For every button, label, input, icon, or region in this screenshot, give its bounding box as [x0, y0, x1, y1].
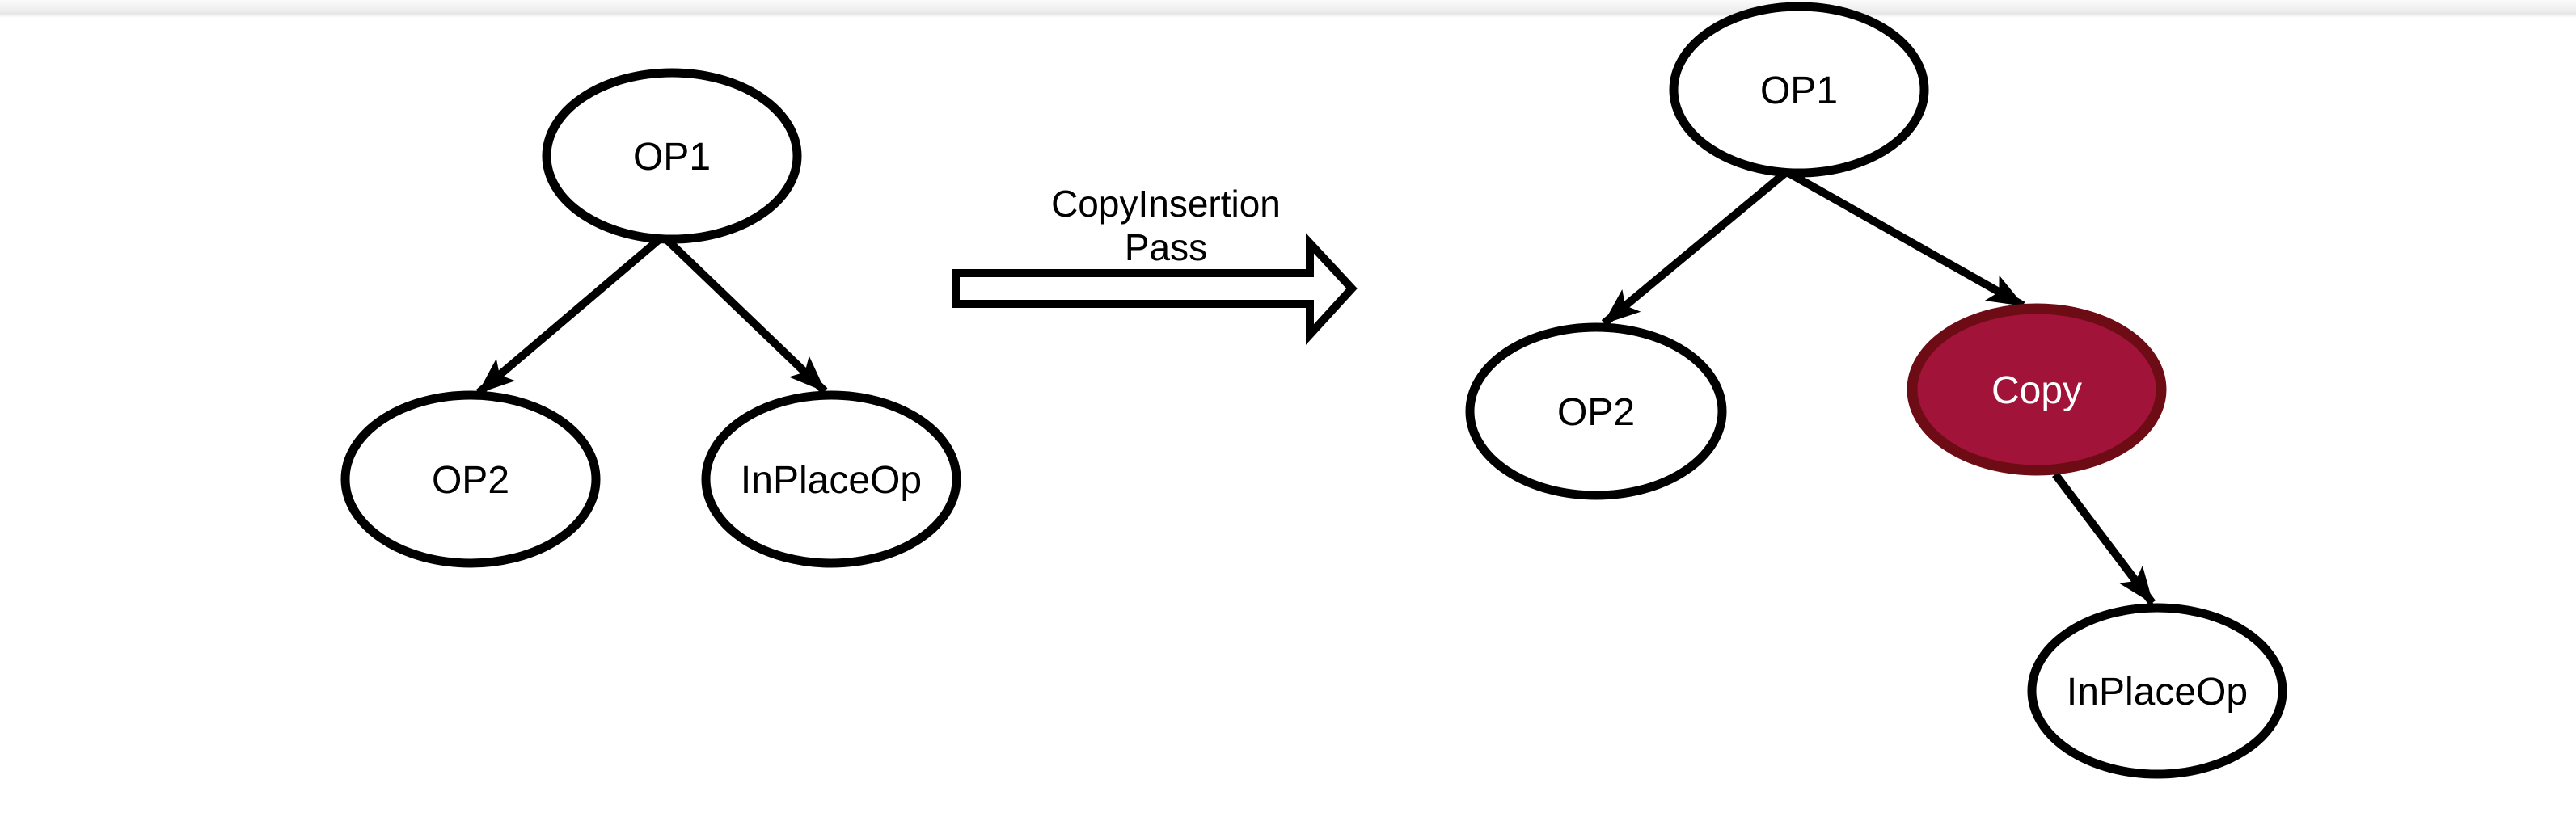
right-graph: OP1 OP2 Copy InPlaceOp [1465, 2, 2287, 779]
left-inplaceop-label: InPlaceOp [741, 459, 922, 502]
left-inplaceop-node [701, 390, 961, 568]
edge-right-op1-copy [1786, 169, 2025, 310]
pass-label-line1: CopyInsertion [1051, 183, 1281, 225]
left-op2-node [340, 390, 601, 568]
edge-left-op1-inplaceop [661, 234, 828, 394]
left-op2-label: OP2 [432, 459, 509, 502]
left-op1-label: OP1 [633, 136, 711, 179]
right-op1-label: OP1 [1760, 69, 1838, 112]
right-op2-node [1465, 322, 1727, 500]
right-op1-node [1669, 2, 1929, 178]
right-copy-label: Copy [1991, 369, 2082, 412]
pass-arrow-group: CopyInsertion Pass [952, 183, 1358, 345]
right-inplaceop-label: InPlaceOp [2067, 671, 2248, 714]
right-op2-label: OP2 [1557, 391, 1635, 434]
edge-right-copy-inplaceop [2052, 471, 2156, 606]
left-graph: OP1 OP2 InPlaceOp [340, 68, 961, 568]
pass-label-line2: Pass [1125, 226, 1207, 268]
edge-left-op1-op2 [475, 234, 665, 396]
right-copy-node [1907, 303, 2167, 476]
left-op1-node [542, 68, 802, 244]
block-right-arrow-icon [952, 233, 1358, 345]
edge-right-op1-op2 [1601, 170, 1788, 326]
right-inplaceop-node [2027, 603, 2287, 779]
